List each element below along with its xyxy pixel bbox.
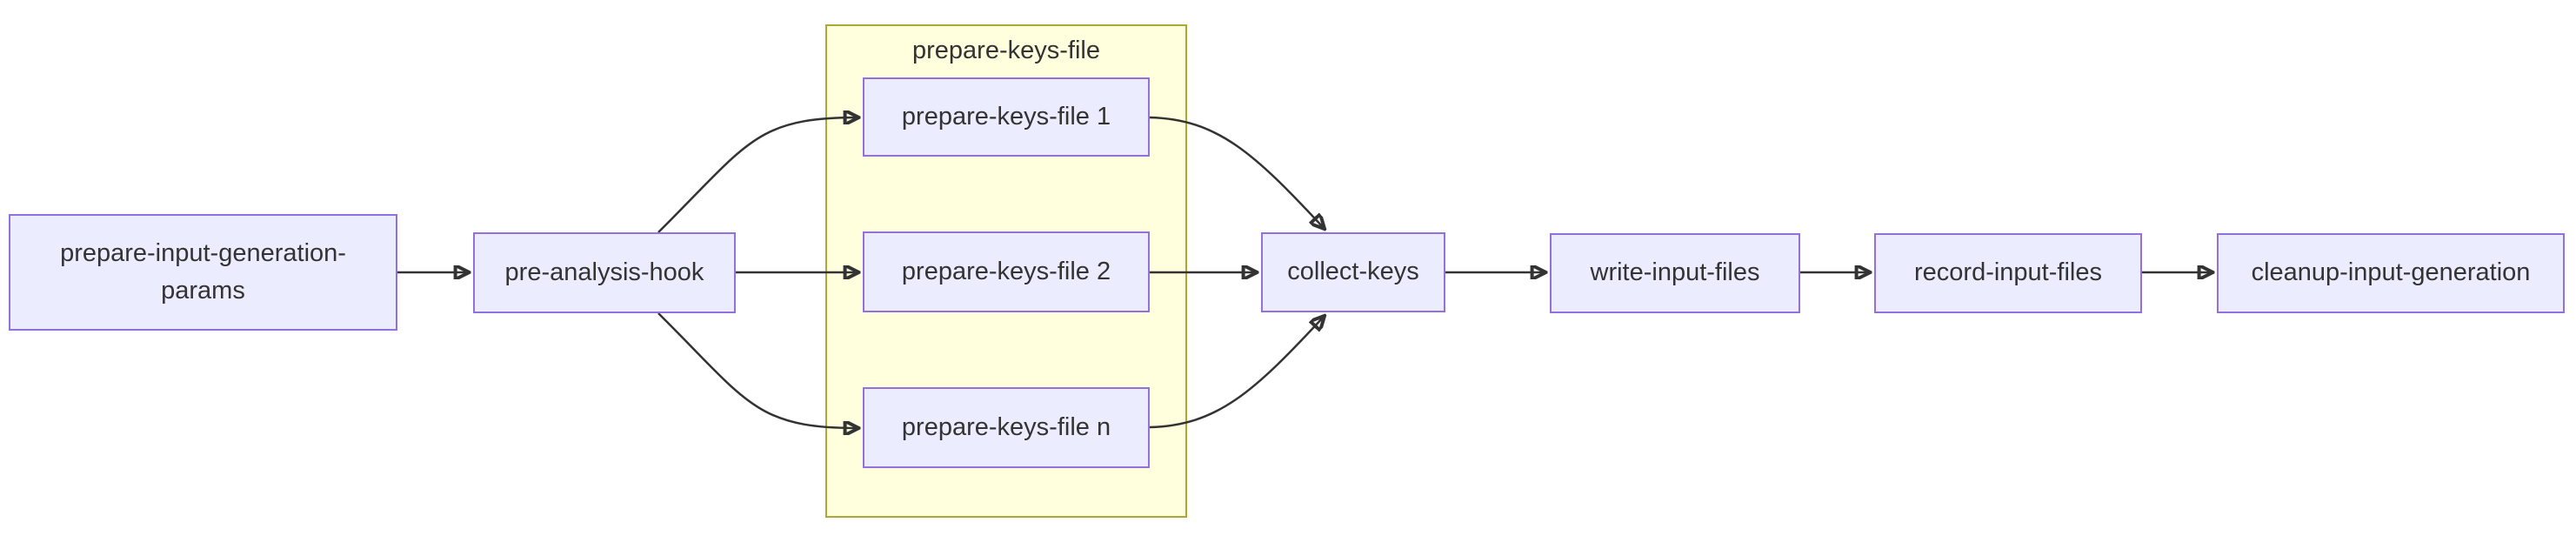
node-pre-analysis-hook: pre-analysis-hook [473, 232, 736, 313]
node-prepare-keys-file-1: prepare-keys-file 1 [863, 77, 1150, 157]
node-record-input-files: record-input-files [1874, 233, 2142, 313]
node-prepare-input-generation-params: prepare-input-generation-params [9, 214, 397, 331]
node-prepare-keys-file-2: prepare-keys-file 2 [863, 231, 1150, 312]
node-prepare-keys-file-n: prepare-keys-file n [863, 387, 1150, 468]
node-write-input-files: write-input-files [1550, 233, 1800, 313]
node-collect-keys: collect-keys [1261, 232, 1445, 312]
node-cleanup-input-generation: cleanup-input-generation [2217, 233, 2565, 313]
cluster-title: prepare-keys-file [912, 37, 1100, 64]
